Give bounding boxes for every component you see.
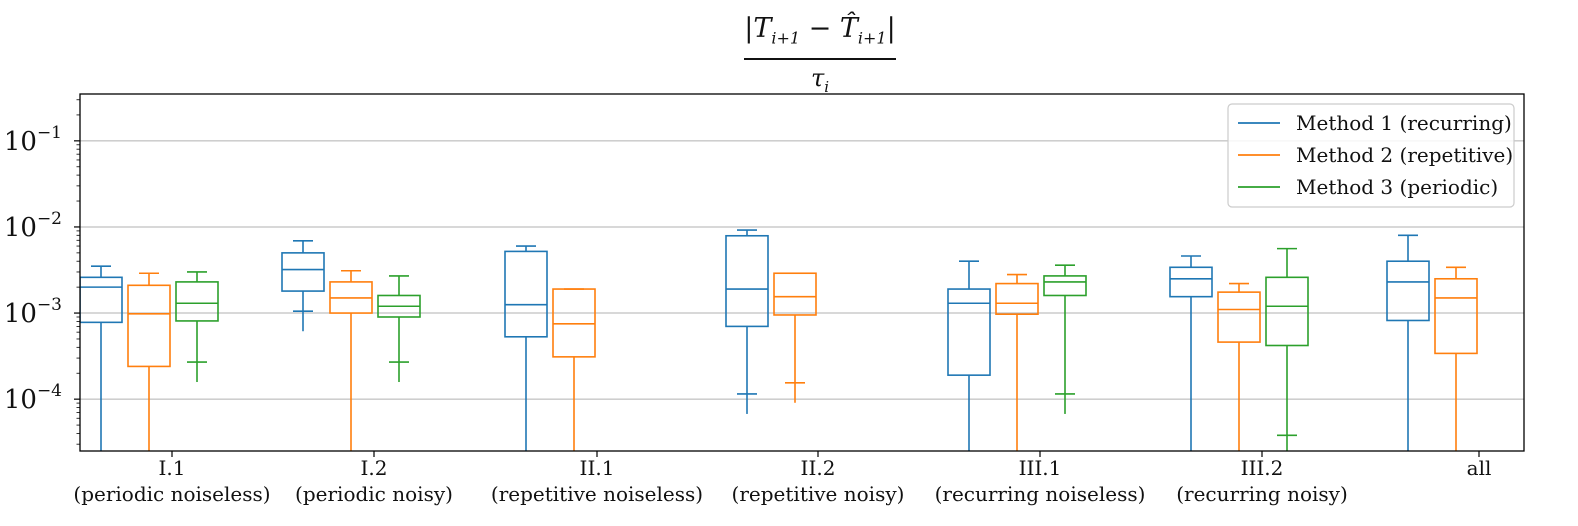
box-iqr: [995, 282, 1039, 315]
y-tick-label: 10−3: [4, 295, 62, 329]
box-iqr: [1217, 291, 1261, 343]
x-tick-sublabel: (repetitive noisy): [732, 482, 905, 506]
box-iqr: [552, 288, 596, 358]
legend-box: [1227, 103, 1515, 208]
box-iqr: [175, 281, 219, 322]
box-iqr: [504, 250, 548, 338]
x-tick-label: I.2: [361, 456, 388, 480]
x-tick-label: II.2: [801, 456, 836, 480]
box-iqr: [127, 284, 171, 368]
title-denominator: τi: [810, 63, 830, 96]
x-tick-sublabel: (periodic noiseless): [73, 482, 270, 506]
legend-label: Method 3 (periodic): [1296, 175, 1498, 199]
x-tick-label: all: [1467, 456, 1492, 480]
x-tick-label: II.1: [580, 456, 615, 480]
box-iqr: [725, 234, 769, 328]
x-tick-label: I.1: [159, 456, 186, 480]
box-iqr: [1043, 275, 1087, 297]
legend-label: Method 1 (recurring): [1296, 111, 1512, 135]
y-tick-label: 10−1: [4, 123, 62, 157]
title-numerator: |Ti+1 − T̂i+1|: [744, 13, 896, 48]
y-tick-label: 10−2: [4, 209, 62, 243]
x-tick-sublabel: (repetitive noiseless): [491, 482, 703, 506]
box-iqr: [1434, 277, 1478, 355]
box-iqr: [947, 288, 991, 376]
x-tick-label: III.2: [1241, 456, 1284, 480]
box-iqr: [80, 276, 123, 324]
boxes-group: [80, 229, 1478, 451]
box-iqr: [773, 272, 817, 316]
chart-title: |Ti+1 − T̂i+1| τi: [740, 12, 900, 101]
x-tick-label: III.1: [1019, 456, 1062, 480]
y-tick-label: 10−4: [4, 381, 62, 415]
title-fraction-bar: [744, 58, 896, 60]
box-iqr: [281, 252, 325, 292]
box-iqr: [1386, 260, 1430, 322]
plot-frame: [79, 93, 1525, 452]
legend-label: Method 2 (repetitive): [1296, 143, 1513, 167]
x-tick-sublabel: (periodic noisy): [295, 482, 453, 506]
box-iqr: [1265, 276, 1309, 347]
x-tick-sublabel: (recurring noisy): [1176, 482, 1348, 506]
box-iqr: [1169, 266, 1213, 298]
x-tick-sublabel: (recurring noiseless): [935, 482, 1146, 506]
